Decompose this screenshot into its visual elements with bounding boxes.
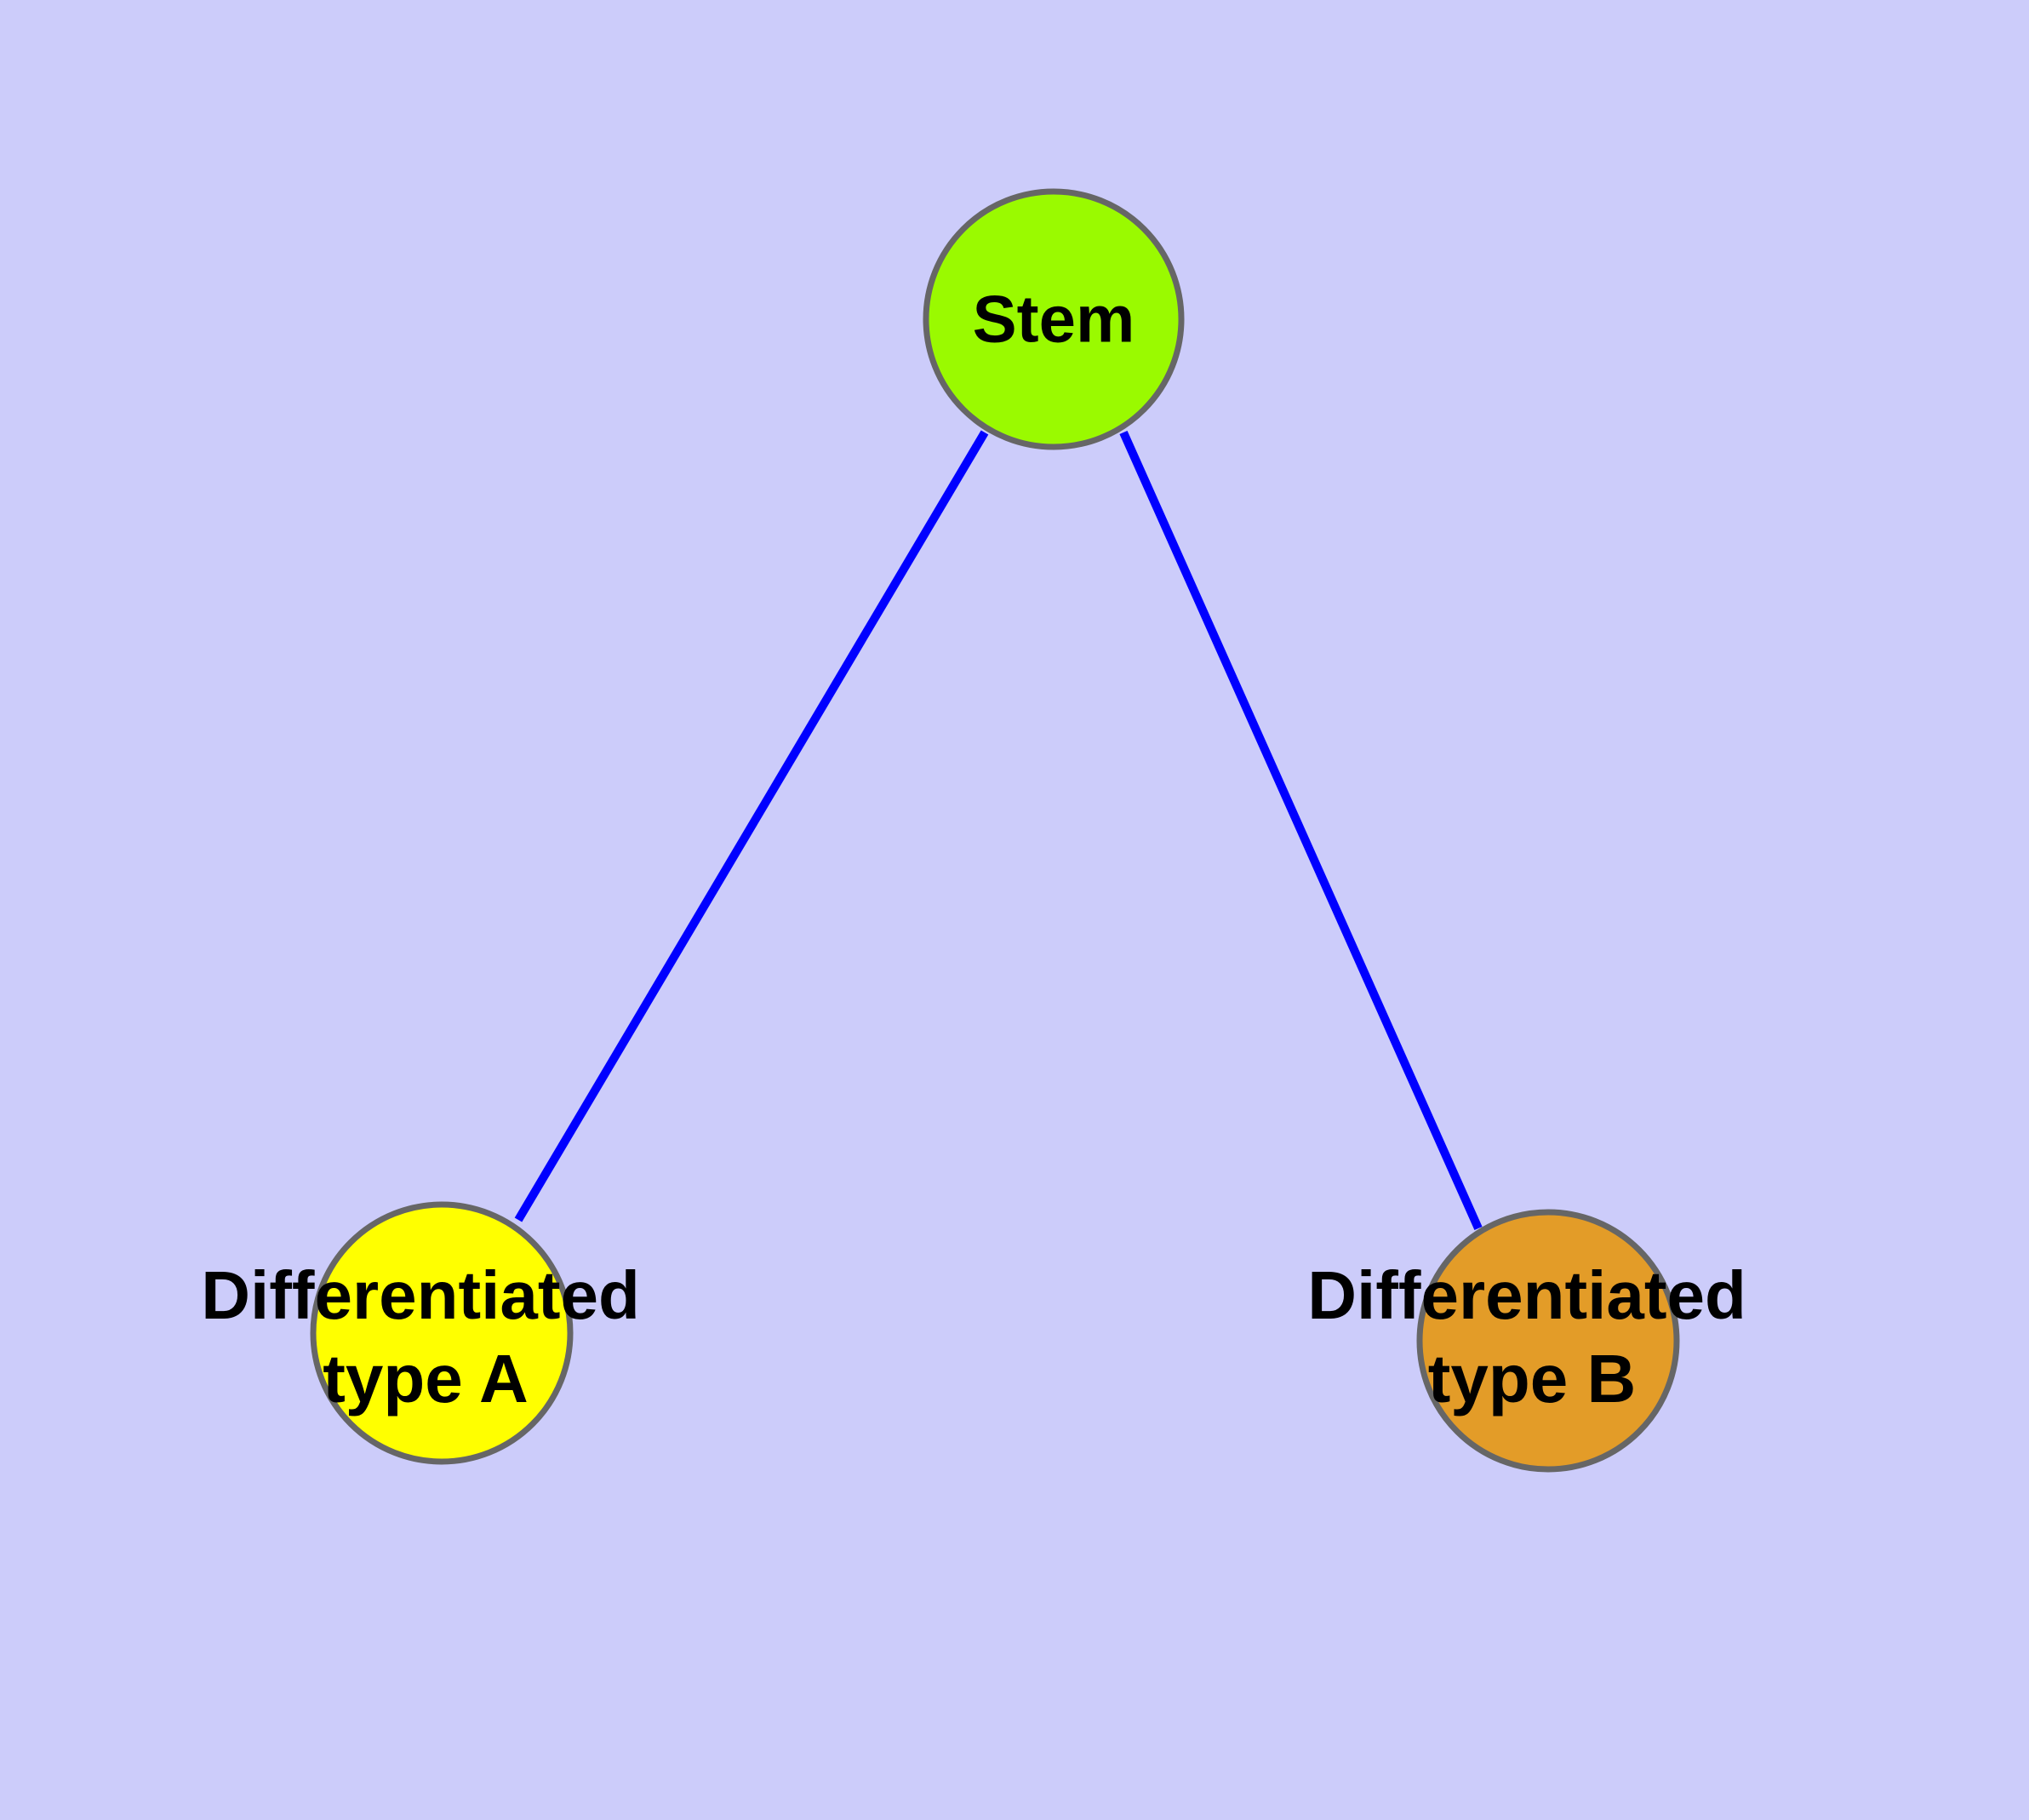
edge-group [514,430,1483,1231]
node-circle-differentiated-type-b[interactable] [1416,1209,1680,1473]
edge-stem-to-diff-a [514,430,989,1222]
node-circle-differentiated-type-a[interactable] [310,1201,574,1465]
edge-stem-to-diff-b [1119,430,1483,1231]
node-group [310,188,1680,1473]
node-circle-stem[interactable] [923,188,1185,450]
